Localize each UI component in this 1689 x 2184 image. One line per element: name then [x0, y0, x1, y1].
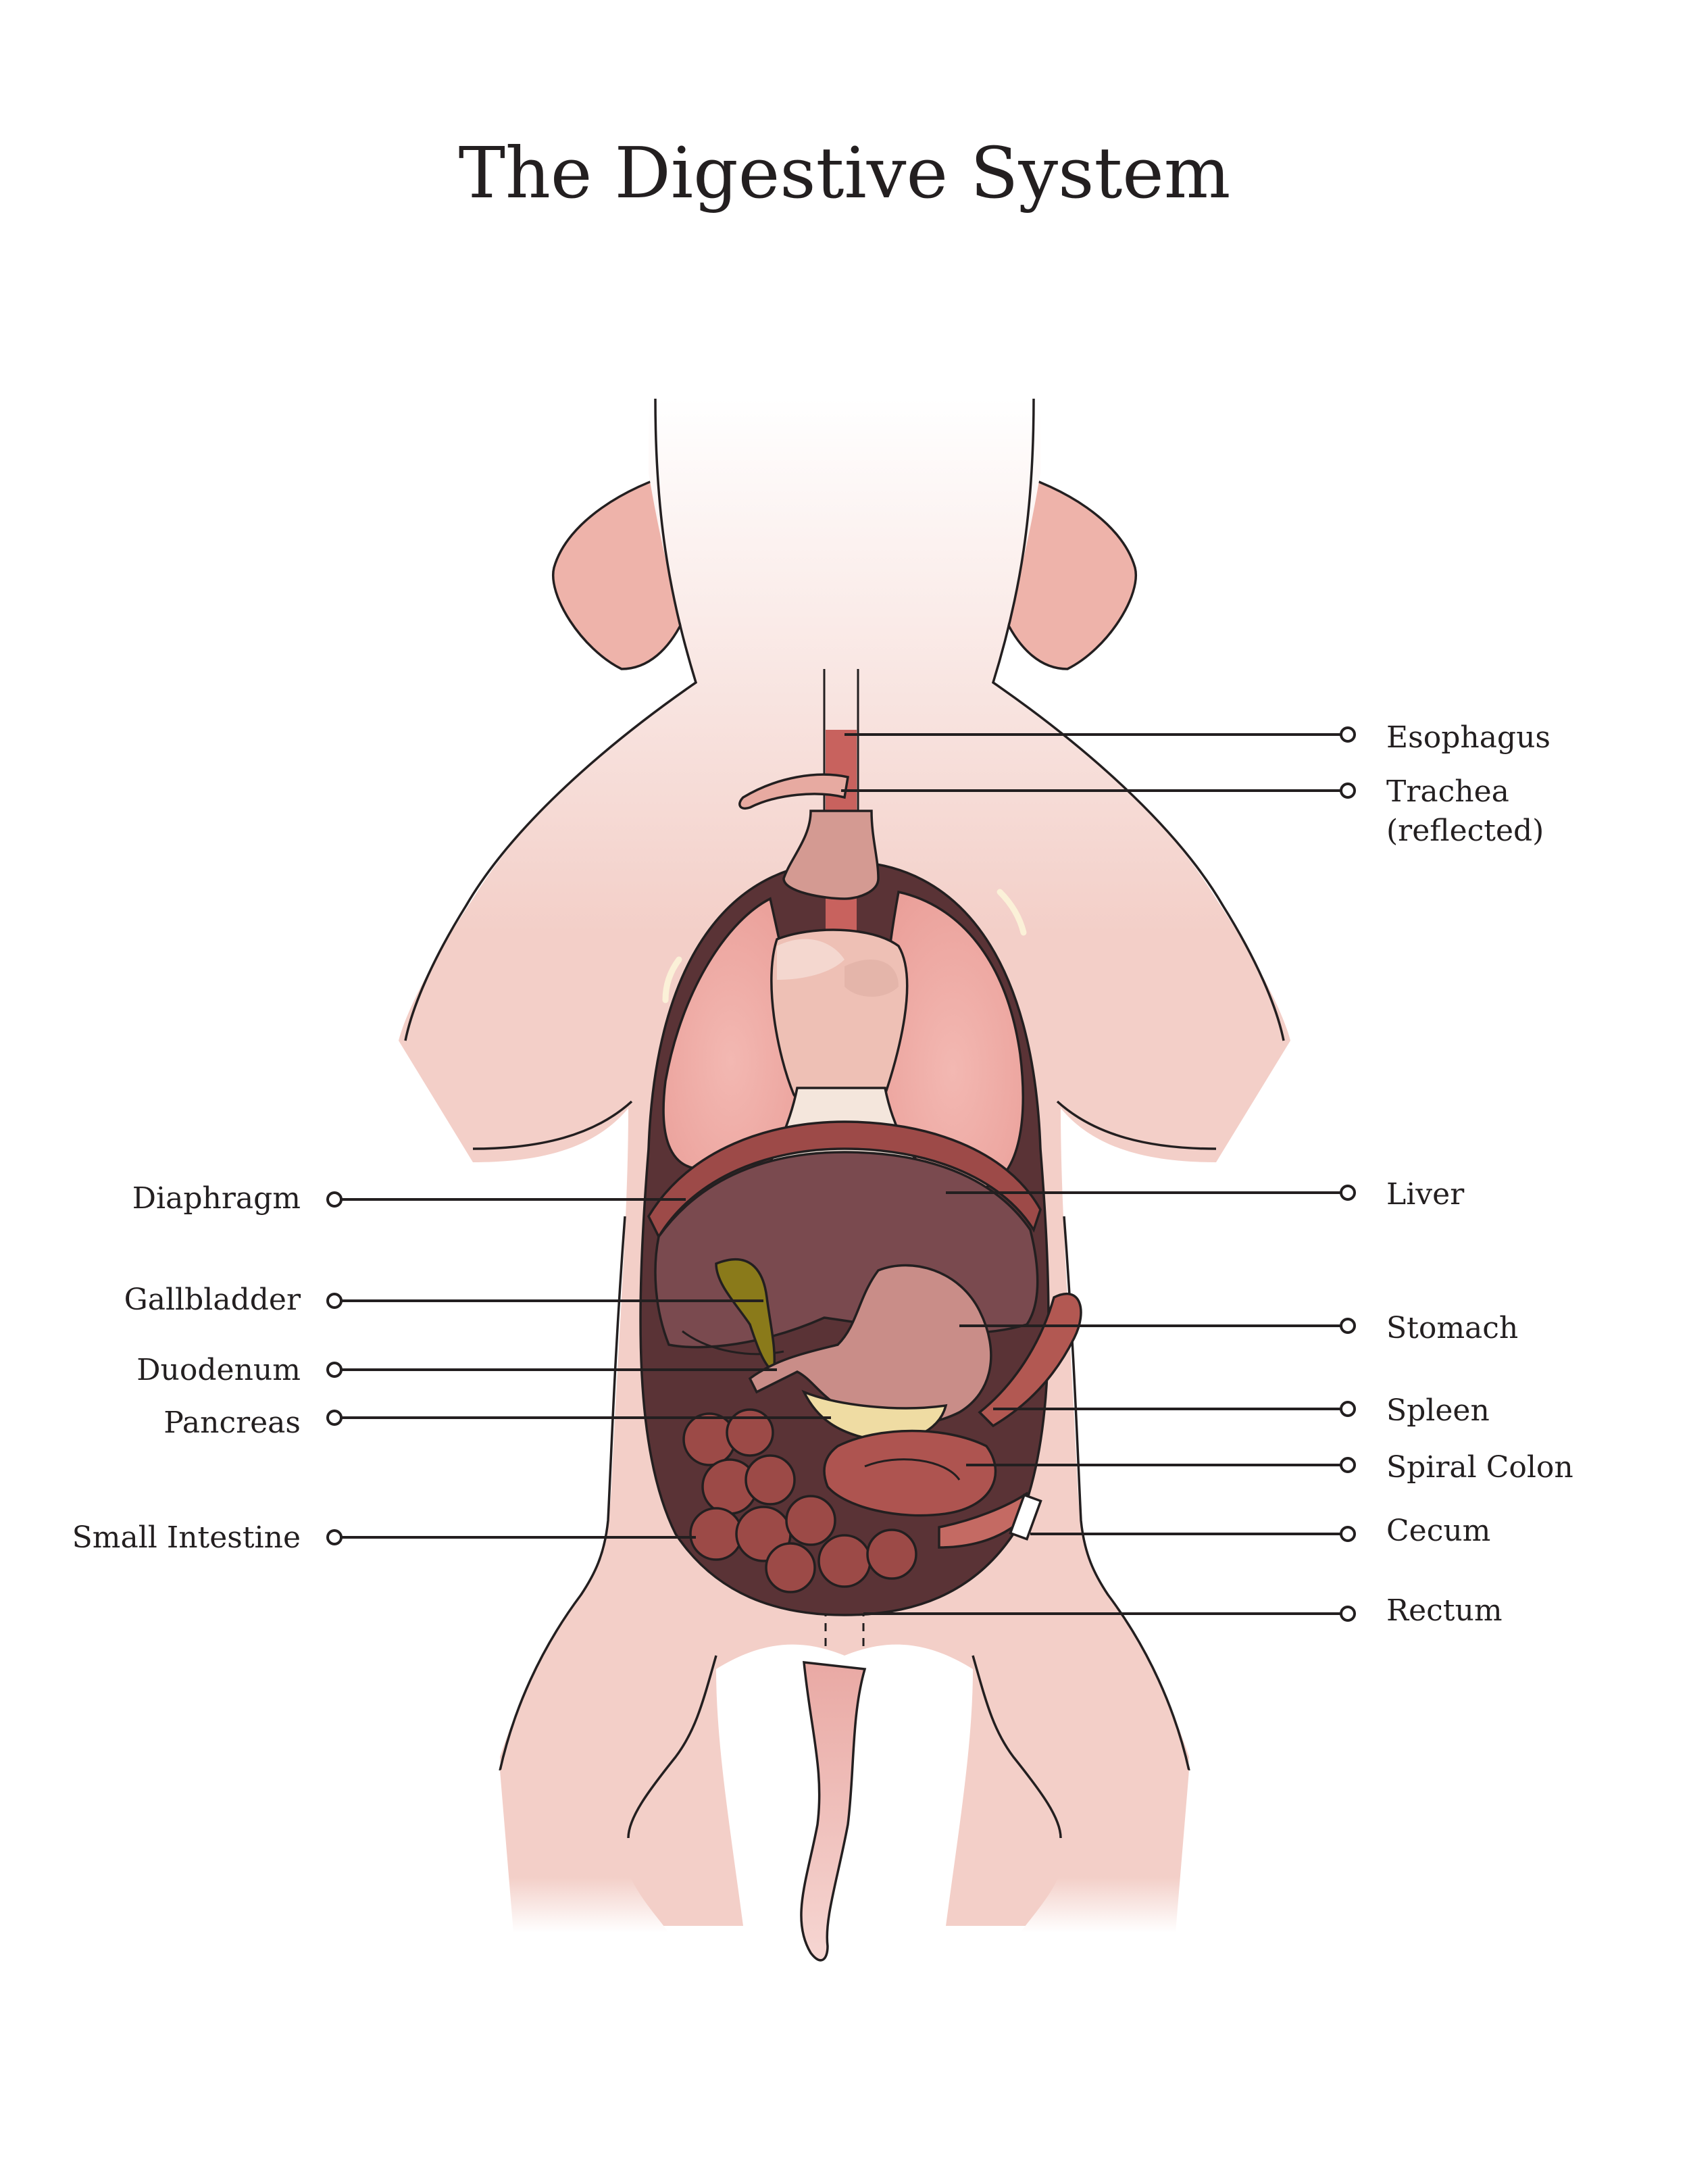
pancreas-label: Pancreas	[163, 1406, 301, 1440]
tail	[800, 1661, 867, 1962]
left-hind-leg	[500, 1656, 716, 1933]
duodenum-marker	[326, 1362, 343, 1378]
left-ear	[552, 471, 684, 670]
diaphragm-band	[647, 1120, 1042, 1239]
trachea-note-label: (reflected)	[1386, 814, 1544, 848]
cecum-label: Cecum	[1386, 1514, 1490, 1548]
diagram-title: The Digestive System	[458, 132, 1231, 214]
trachea-marker	[1340, 783, 1356, 799]
rectum-label: Rectum	[1386, 1593, 1503, 1628]
spiral-colon-marker	[1340, 1457, 1356, 1473]
label-layer: Esophagus Trachea (reflected) Liver Stom…	[72, 720, 1573, 1628]
esophagus-label: Esophagus	[1386, 720, 1551, 755]
stomach-marker	[1340, 1318, 1356, 1334]
gallbladder-marker	[326, 1293, 343, 1309]
spleen-marker	[1340, 1401, 1356, 1417]
spiral-colon-organ	[823, 1429, 997, 1517]
trachea-label: Trachea	[1386, 774, 1509, 809]
esophagus-marker	[1340, 726, 1356, 743]
small-intestine-label: Small Intestine	[72, 1520, 301, 1555]
spleen-label: Spleen	[1386, 1393, 1490, 1428]
liver-marker	[1340, 1185, 1356, 1201]
neck-right-outline	[991, 398, 1285, 1041]
left-flank	[499, 1216, 626, 1771]
right-ear	[1005, 471, 1137, 670]
spiral-colon-label: Spiral Colon	[1386, 1450, 1573, 1485]
stomach-label: Stomach	[1386, 1311, 1518, 1345]
small-intestine-marker	[326, 1529, 343, 1545]
left-armpit	[472, 1100, 633, 1150]
small-intestine-coils	[682, 1408, 917, 1593]
trachea-tube	[738, 773, 849, 810]
duodenum-label: Duodenum	[136, 1353, 301, 1387]
cecum-marker	[1340, 1526, 1356, 1542]
diaphragm-marker	[326, 1191, 343, 1208]
right-hind-leg	[973, 1656, 1189, 1933]
diaphragm-label: Diaphragm	[132, 1181, 301, 1216]
rectum-marker	[1340, 1606, 1356, 1622]
liver-label: Liver	[1386, 1177, 1465, 1212]
cecum-tag	[1009, 1493, 1042, 1541]
body-cavity	[639, 730, 1082, 1616]
right-flank	[1063, 1216, 1190, 1771]
larynx	[782, 810, 880, 900]
right-armpit	[1056, 1100, 1217, 1150]
pancreas-marker	[326, 1410, 343, 1426]
neck-left-outline	[404, 398, 698, 1041]
gallbladder-label: Gallbladder	[124, 1283, 301, 1317]
